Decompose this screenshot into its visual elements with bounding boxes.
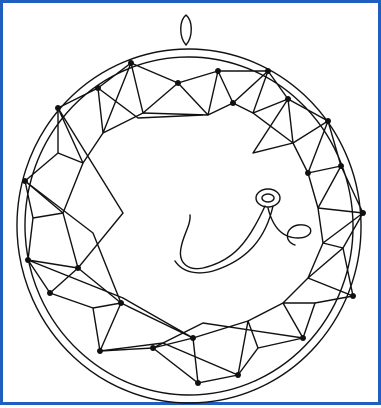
center-loop — [175, 189, 311, 273]
hanging-loop-icon — [181, 15, 192, 45]
net-knots — [22, 60, 366, 386]
inner-hoop — [16, 49, 361, 404]
net-web-icon — [25, 63, 363, 383]
dreamcatcher-drawing — [3, 3, 381, 408]
